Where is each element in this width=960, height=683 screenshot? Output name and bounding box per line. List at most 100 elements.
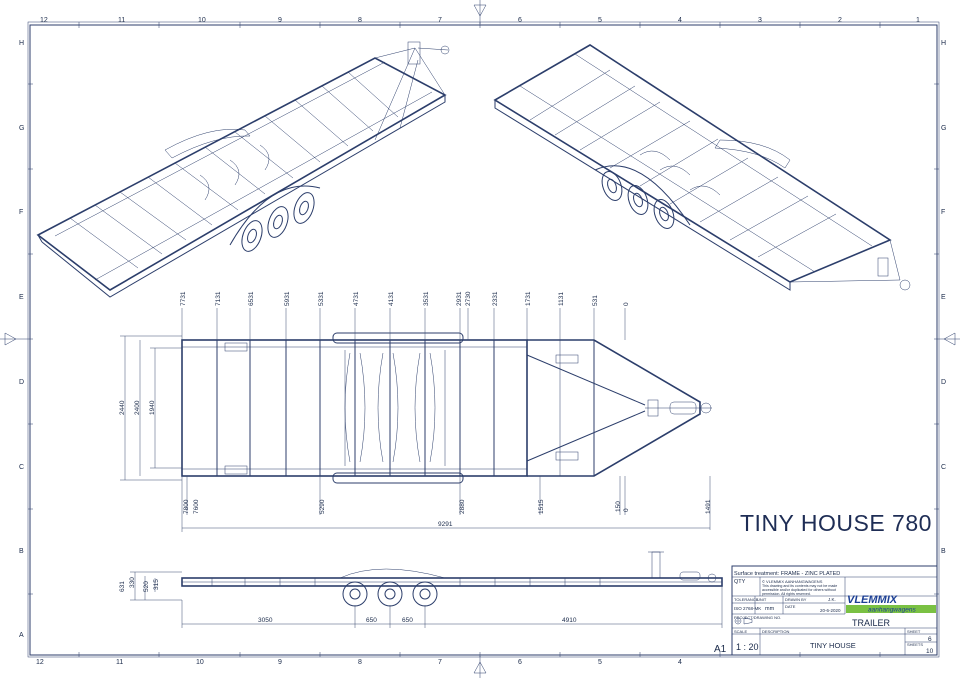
dim-label: 0 bbox=[623, 302, 630, 306]
grid-row-right: H bbox=[941, 40, 946, 47]
dim-label: 1131 bbox=[558, 292, 565, 306]
grid-row-left: E bbox=[19, 294, 24, 301]
dim-label: 7131 bbox=[215, 291, 222, 306]
dim-label: 7600 bbox=[193, 499, 200, 514]
dim-label: 1515 bbox=[538, 499, 545, 514]
sheets-value: 10 bbox=[926, 648, 934, 655]
dim-label: 2931 bbox=[456, 291, 463, 306]
dim-label: 650 bbox=[366, 617, 377, 624]
grid-labels-right: H G F E D C B bbox=[941, 40, 946, 555]
dim-label: 7800 bbox=[183, 499, 190, 514]
description-value: TINY HOUSE bbox=[810, 641, 856, 650]
dim-label: 631 bbox=[119, 581, 126, 592]
drawn-by-label: DRAWN BY bbox=[785, 597, 807, 602]
grid-row-right: C bbox=[941, 464, 946, 471]
dim-label: 650 bbox=[402, 617, 413, 624]
grid-col-bottom: 6 bbox=[518, 659, 522, 666]
dim-label: 7731 bbox=[180, 291, 187, 306]
sheet-label: SHEET bbox=[907, 629, 921, 634]
plan-view: 7731 7131 6531 5931 5331 4731 4131 3531 … bbox=[119, 291, 712, 532]
grid-col-bottom: 9 bbox=[278, 659, 282, 666]
project-label: PROJECT/DRAWING NO. bbox=[734, 615, 781, 620]
paper-size: A1 bbox=[714, 644, 727, 655]
grid-row-right: E bbox=[941, 294, 946, 301]
grid-col-top: 1 bbox=[916, 17, 920, 24]
dim-label: 3050 bbox=[258, 617, 273, 624]
description-label: DESCRIPTION bbox=[762, 629, 789, 634]
grid-col-bottom: 5 bbox=[598, 659, 602, 666]
grid-col-top: 11 bbox=[118, 17, 125, 24]
qty-label: QTY bbox=[734, 579, 746, 585]
overall-length-label: 9291 bbox=[438, 521, 453, 528]
grid-ticks bbox=[28, 22, 939, 657]
isometric-view-left bbox=[36, 41, 450, 298]
grid-row-left: D bbox=[19, 379, 24, 386]
grid-row-right: B bbox=[941, 548, 946, 555]
scale-label: SCALE bbox=[734, 629, 747, 634]
grid-col-bottom: 8 bbox=[358, 659, 362, 666]
dim-label: 5290 bbox=[319, 499, 326, 514]
dim-label: 531 bbox=[592, 295, 599, 306]
grid-col-bottom: 12 bbox=[36, 659, 44, 666]
grid-col-top: 9 bbox=[278, 17, 282, 24]
grid-col-top: 6 bbox=[518, 17, 522, 24]
sheet-value: 6 bbox=[928, 636, 932, 643]
unit-value: mm bbox=[765, 606, 775, 612]
grid-labels-top: 12 11 10 9 8 7 6 5 4 3 2 1 bbox=[40, 17, 920, 24]
surface-treatment: Surface treatment: FRAME - ZINC PLATED bbox=[734, 571, 840, 577]
dim-label: 5331 bbox=[318, 291, 325, 306]
grid-col-top: 8 bbox=[358, 17, 362, 24]
grid-row-left: G bbox=[19, 125, 24, 132]
grid-col-bottom: 7 bbox=[438, 659, 442, 666]
grid-row-left: C bbox=[19, 464, 24, 471]
grid-col-top: 7 bbox=[438, 17, 442, 24]
plan-bottom-dims: 7800 7600 5290 2880 1515 150 0 1491 9291 bbox=[183, 499, 712, 528]
notice-box: This drawing and its contents may not be… bbox=[762, 584, 838, 596]
dim-label: 2880 bbox=[459, 499, 466, 514]
logo-brand: VLEMMIX bbox=[847, 594, 898, 606]
grid-col-bottom: 10 bbox=[196, 659, 204, 666]
projection-symbol-icon bbox=[734, 617, 753, 625]
sheet-outer-border bbox=[27, 21, 940, 658]
title-block: Surface treatment: FRAME - ZINC PLATED Q… bbox=[708, 565, 938, 656]
grid-labels-left: H G F E D C B A bbox=[19, 40, 24, 639]
grid-col-top: 4 bbox=[678, 17, 682, 24]
logo-sub: aanhangwagens bbox=[868, 607, 916, 614]
dim-label: 4731 bbox=[353, 291, 360, 306]
dim-label: 4131 bbox=[388, 291, 395, 306]
unit-label: UNIT bbox=[757, 597, 767, 602]
dim-label: 2400 bbox=[134, 400, 141, 415]
tolerance-label: TOLERANCE bbox=[734, 597, 759, 602]
plan-top-dims: 7731 7131 6531 5931 5331 4731 4131 3531 … bbox=[180, 291, 630, 306]
dim-label: 3531 bbox=[423, 291, 430, 306]
grid-row-left: H bbox=[19, 40, 24, 47]
grid-col-top: 10 bbox=[198, 17, 206, 24]
grid-col-bottom: 11 bbox=[116, 659, 123, 666]
dim-label: 1731 bbox=[525, 291, 532, 306]
date-label: DATE bbox=[785, 604, 796, 609]
notice-text: This drawing and its contents may not be… bbox=[762, 584, 838, 596]
grid-row-right: G bbox=[941, 125, 946, 132]
grid-labels-bottom: 12 11 10 9 8 7 6 5 4 bbox=[36, 659, 682, 666]
grid-row-left: F bbox=[19, 209, 23, 216]
iso-label: ISO 2768-MK bbox=[734, 606, 761, 611]
grid-col-top: 2 bbox=[838, 17, 842, 24]
side-dims: 631 520 315 330 3050 650 650 4910 bbox=[119, 577, 577, 624]
side-view: 631 520 315 330 3050 650 650 4910 bbox=[119, 551, 723, 628]
dim-label: 6531 bbox=[248, 291, 255, 306]
dim-label: 520 bbox=[143, 581, 150, 592]
drawing-title: TINY HOUSE 780 bbox=[740, 510, 932, 536]
vlemmix-logo: VLEMMIX aanhangwagens bbox=[846, 594, 936, 614]
copyright-line: © VLEMMIX AANHANGWAGENS bbox=[762, 579, 823, 584]
dim-label: 330 bbox=[129, 577, 136, 588]
dim-label: 150 bbox=[615, 501, 622, 512]
grid-col-top: 5 bbox=[598, 17, 602, 24]
dim-label: 2730 bbox=[465, 291, 472, 306]
grid-row-left: B bbox=[19, 548, 24, 555]
plan-width-dims: 2440 2400 1940 bbox=[119, 400, 156, 415]
dim-label: 0 bbox=[623, 508, 630, 512]
grid-row-right: D bbox=[941, 379, 946, 386]
